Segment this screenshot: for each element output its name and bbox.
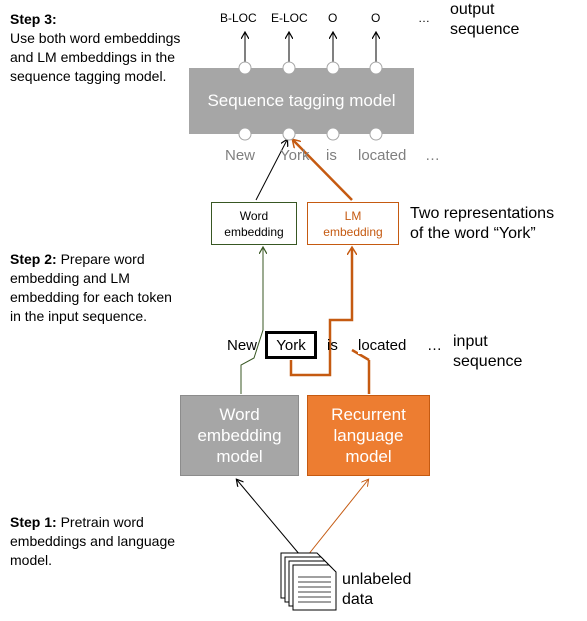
input-label-line2: sequence (453, 353, 523, 370)
output-sequence-label: output sequence (450, 0, 519, 40)
lm-embedding-line2: embedding (323, 224, 383, 239)
sequence-tagging-model-label: Sequence tagging model (207, 91, 396, 110)
york-to-lm-emb-arrow (289, 248, 352, 377)
output-tag-3: O (328, 11, 338, 25)
rlm-line2: language (333, 426, 404, 445)
top-word-new: New (225, 147, 256, 164)
step2-title: Step 2: (10, 251, 57, 267)
rlm-line3: model (345, 447, 392, 466)
input-word-york-box: York (265, 331, 317, 359)
step3-title: Step 3: (10, 11, 57, 27)
word-embedding-model-line1: Word (219, 405, 260, 424)
unlabeled-data-line1: unlabeled (342, 571, 412, 588)
rlm-line1: Recurrent (331, 405, 406, 424)
output-tag-2: E-LOC (271, 11, 308, 25)
input-word-ellipsis: … (427, 337, 442, 354)
input-word-is: is (327, 337, 338, 354)
word-embedding-box: Word embedding (211, 202, 297, 245)
input-node-3 (326, 127, 340, 141)
input-word-new: New (227, 337, 258, 354)
step2-text: Step 2: Prepare word embedding and LM em… (10, 250, 185, 326)
recurrent-language-model-box: Recurrent language model (307, 395, 430, 476)
lm-emb-to-york-arrow (293, 140, 353, 201)
step2-description: Prepare word embedding and LM embedding … (10, 251, 172, 324)
word-emb-to-york-arrow (255, 140, 287, 201)
input-node-2 (282, 127, 296, 141)
step3-text: Step 3: Use both word embeddings and LM … (10, 10, 185, 86)
documents-stack-icon (280, 552, 337, 611)
two-representations-note: Two representations of the word “York” (410, 204, 554, 244)
word-model-to-word-emb-arrow (240, 248, 263, 394)
output-label-line1: output (450, 1, 495, 18)
output-tag-4: O (371, 11, 381, 25)
data-to-rlm-arrow (307, 480, 368, 556)
lm-embedding-box: LM embedding (307, 202, 399, 245)
top-word-is: is (326, 147, 337, 164)
step1-text: Step 1: Pretrain word embeddings and lan… (10, 513, 180, 570)
output-tag-5: … (418, 11, 430, 25)
word-embedding-model-line3: model (216, 447, 263, 466)
unlabeled-data-label: unlabeled data (342, 570, 411, 610)
input-node-4 (369, 127, 383, 141)
word-embedding-model-box: Word embedding model (180, 395, 299, 476)
input-node-1 (238, 127, 252, 141)
top-word-york: York (280, 147, 310, 164)
output-arrows (245, 33, 376, 62)
top-word-ellipsis: … (425, 147, 440, 164)
input-word-located: located (358, 337, 407, 354)
output-tag-1: B-LOC (220, 11, 257, 25)
step1-description: Pretrain word embeddings and language mo… (10, 514, 176, 568)
unlabeled-data-line2: data (342, 591, 374, 608)
input-label-line1: input (453, 333, 488, 350)
two-representations-line2: of the word “York” (410, 225, 536, 242)
input-sequence-label: input sequence (453, 332, 522, 372)
input-word-york: York (276, 336, 306, 354)
output-node-4 (369, 61, 383, 75)
word-embedding-line2: embedding (224, 224, 284, 239)
output-label-line2: sequence (450, 21, 520, 38)
lm-embedding-line1: LM (344, 208, 362, 223)
output-node-1 (238, 61, 252, 75)
top-word-located: located (358, 147, 407, 164)
sequence-tagging-model-box: Sequence tagging model (189, 68, 414, 134)
step1-title: Step 1: (10, 514, 57, 530)
output-node-3 (326, 61, 340, 75)
two-representations-line1: Two representations (410, 205, 555, 222)
word-embedding-line1: Word (239, 208, 269, 223)
step3-description: Use both word embeddings and LM embeddin… (10, 30, 181, 84)
output-node-2 (282, 61, 296, 75)
word-embedding-model-line2: embedding (197, 426, 282, 445)
rlm-join-path (351, 348, 370, 362)
data-to-word-model-arrow (237, 480, 301, 556)
